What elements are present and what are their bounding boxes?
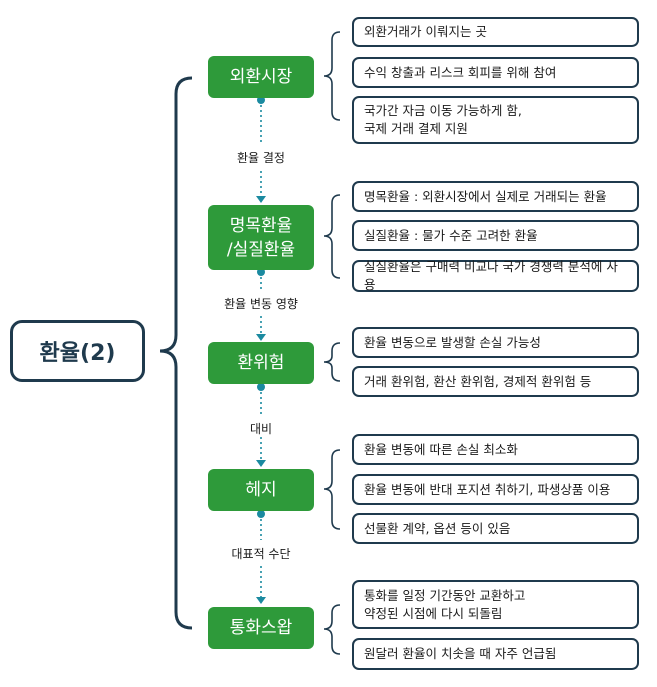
detail-box: 수익 창출과 리스크 회피를 위해 참여 [352,57,639,88]
node-label: 헤지 [245,480,277,500]
detail-box: 환율 변동에 따른 손실 최소화 [352,434,639,465]
bracket-3 [323,342,341,382]
node-label: 통화스왑 [229,618,293,638]
detail-box: 거래 환위험, 환산 환위험, 경제적 환위험 등 [352,366,639,397]
node-exchange-rate-types: 명목환율 /실질환율 [208,205,314,270]
detail-box: 환율 변동에 반대 포지션 취하기, 파생상품 이용 [352,474,639,505]
edge-label: 환율 변동 영향 [201,295,321,312]
node-currency-swap: 통화스왑 [208,607,314,649]
connector-arrows [256,196,266,604]
detail-box: 환율 변동으로 발생할 손실 가능성 [352,327,639,358]
detail-box: 선물환 계약, 옵션 등이 있음 [352,513,639,544]
node-fx-risk: 환위험 [208,342,314,384]
bracket-1 [323,31,341,121]
node-label: 명목환율 /실질환율 [226,215,296,260]
main-bracket [159,76,193,630]
edge-label: 환율 결정 [201,149,321,166]
edge-label: 대비 [201,420,321,437]
detail-box: 실질환율 : 물가 수준 고려한 환율 [352,220,639,251]
bracket-5 [323,604,341,655]
detail-box: 원달러 환율이 치솟을 때 자주 언급됨 [352,638,639,670]
detail-box: 국가간 자금 이동 가능하게 함, 국제 거래 결제 지원 [352,96,639,144]
edge-label: 대표적 수단 [201,545,321,562]
bracket-4 [323,449,341,530]
detail-box: 명목환율 : 외환시장에서 실제로 거래되는 환율 [352,181,639,212]
root-node: 환율(2) [10,320,145,382]
bracket-2 [323,194,341,279]
node-hedge: 헤지 [208,469,314,511]
detail-box: 실질환율은 구매력 비교나 국가 경쟁력 분석에 사용 [352,259,639,292]
node-label: 환위험 [237,353,285,373]
connector-dots [257,96,265,518]
node-label: 외환시장 [229,67,293,87]
detail-box: 외환거래가 이뤄지는 곳 [352,17,639,47]
detail-box: 통화를 일정 기간동안 교환하고 약정된 시점에 다시 되돌림 [352,580,639,629]
node-forex-market: 외환시장 [208,56,314,98]
